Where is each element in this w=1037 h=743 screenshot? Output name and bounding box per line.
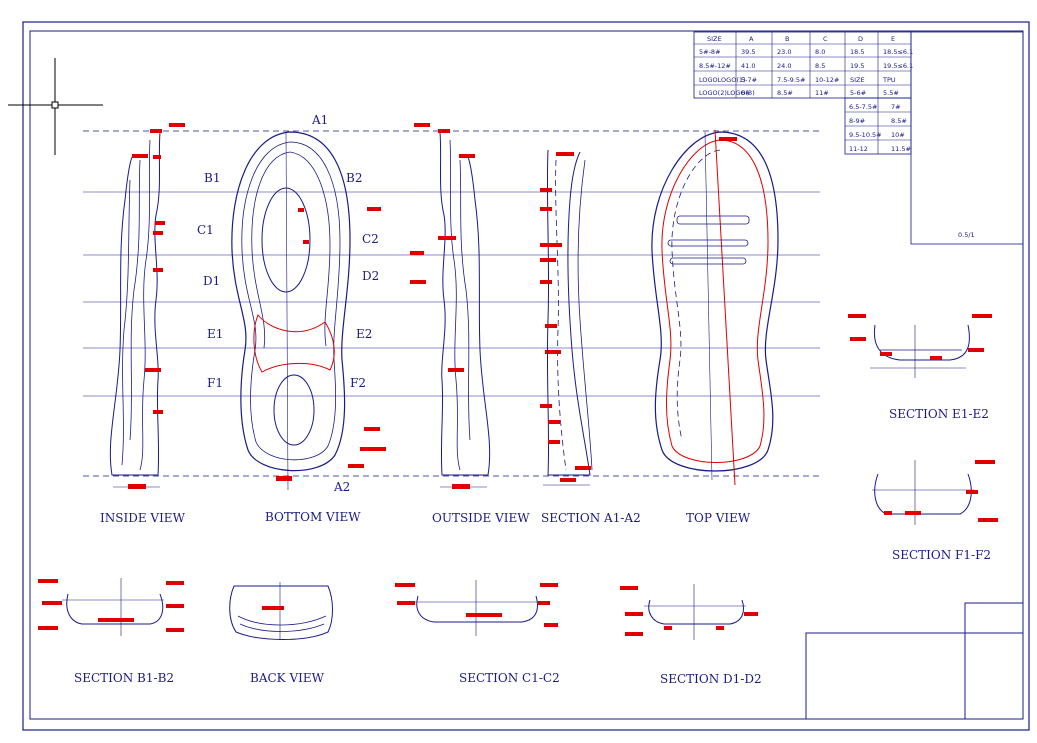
size-table-cell: 11.5# bbox=[891, 145, 911, 153]
size-table-cell: 9.5-10.5# bbox=[849, 131, 882, 139]
outer-frame bbox=[22, 21, 1030, 731]
marker-d1: D1 bbox=[203, 274, 220, 288]
size-table-cell: A bbox=[749, 35, 754, 43]
size-table-cell: 7# bbox=[891, 103, 901, 111]
marker-b1: B1 bbox=[204, 171, 220, 185]
size-table-cell: 18.5 bbox=[850, 48, 864, 56]
crosshair-cursor-icon bbox=[8, 58, 103, 155]
marker-e2: E2 bbox=[356, 327, 372, 341]
marker-a1: A1 bbox=[311, 113, 328, 127]
marker-d2: D2 bbox=[362, 269, 379, 283]
size-table-cell: E bbox=[891, 35, 895, 43]
size-table-cell: 11-12 bbox=[849, 145, 868, 153]
size-table-cell: D bbox=[858, 35, 863, 43]
title-section-e: SECTION E1-E2 bbox=[889, 407, 989, 421]
title-outside-view: OUTSIDE VIEW bbox=[432, 511, 530, 525]
size-table-cell: SIZE bbox=[707, 35, 722, 43]
size-table-text: SIZE A B C D E 5#-8# 39.5 23.0 8.0 18.5 18.5≤6.1 8.5… bbox=[699, 35, 913, 153]
marker-a2: A2 bbox=[333, 480, 350, 494]
section-markers: A1 A2 B1 B2 C1 C2 D1 D2 E1 E2 F1 F2 bbox=[197, 113, 379, 494]
size-table-cell: 8-9# bbox=[849, 117, 865, 125]
scale-label: 0.5/1 bbox=[958, 231, 975, 239]
outside-view-drawing bbox=[348, 123, 491, 489]
size-table-cell: 8.5# bbox=[891, 117, 907, 125]
back-view-drawing bbox=[229, 582, 333, 640]
size-table-cell: 24.0 bbox=[777, 62, 791, 70]
marker-c2: C2 bbox=[362, 232, 379, 246]
size-table-cell: 6# bbox=[741, 89, 751, 97]
size-table-cell: 8.5 bbox=[815, 62, 825, 70]
section-b-drawing bbox=[38, 578, 184, 636]
title-section-c: SECTION C1-C2 bbox=[459, 671, 560, 685]
size-table-cell: 39.5 bbox=[741, 48, 755, 56]
size-table-cell: 19.5≤6.1 bbox=[883, 62, 913, 70]
size-table-cell: LOGO(2)LOGO(3) bbox=[699, 89, 755, 97]
top-view-drawing bbox=[651, 129, 779, 486]
marker-b2: B2 bbox=[346, 171, 362, 185]
inside-view-drawing bbox=[109, 123, 185, 489]
inner-frame bbox=[29, 30, 1024, 720]
marker-c1: C1 bbox=[197, 223, 214, 237]
size-table-cell: 5-7# bbox=[741, 76, 757, 84]
size-table-cell: 5#-8# bbox=[699, 48, 721, 56]
bottom-view-drawing bbox=[231, 131, 351, 491]
size-table-cell: 11# bbox=[815, 89, 829, 97]
size-table-cell: 19.5 bbox=[850, 62, 864, 70]
marker-e1: E1 bbox=[207, 327, 223, 341]
size-table-cell: 5-6# bbox=[850, 89, 866, 97]
title-top-view: TOP VIEW bbox=[686, 511, 751, 525]
size-table-cell: 8.0 bbox=[815, 48, 825, 56]
section-e-drawing bbox=[848, 314, 992, 378]
size-table-cell: TPU bbox=[882, 76, 896, 84]
size-table-cell: 10-12# bbox=[815, 76, 839, 84]
size-table-cell: 18.5≤6.1 bbox=[883, 48, 913, 56]
section-a-drawing bbox=[540, 149, 593, 486]
guide-lines bbox=[83, 130, 820, 477]
section-c-drawing bbox=[395, 580, 558, 636]
title-block bbox=[805, 602, 1024, 720]
size-table-cell: 10# bbox=[891, 131, 905, 139]
section-f-drawing bbox=[872, 460, 998, 525]
size-table-cell: 7.5-9.5# bbox=[777, 76, 805, 84]
size-table bbox=[693, 31, 1024, 245]
marker-f2: F2 bbox=[350, 376, 366, 390]
view-titles: INSIDE VIEW BOTTOM VIEW OUTSIDE VIEW SEC… bbox=[74, 407, 991, 686]
title-back-view: BACK VIEW bbox=[250, 671, 325, 685]
size-table-cell: B bbox=[785, 35, 789, 43]
title-section-f: SECTION F1-F2 bbox=[892, 548, 991, 562]
marker-f1: F1 bbox=[207, 376, 223, 390]
size-table-cell: SIZE bbox=[850, 76, 865, 84]
size-table-cell: C bbox=[823, 35, 828, 43]
title-section-a: SECTION A1-A2 bbox=[541, 511, 641, 525]
size-table-cell: 6.5-7.5# bbox=[849, 103, 877, 111]
title-section-d: SECTION D1-D2 bbox=[660, 672, 762, 686]
size-table-cell: LOGOLOGO(1) bbox=[699, 76, 746, 84]
size-table-cell: 23.0 bbox=[777, 48, 791, 56]
size-table-cell: 5.5# bbox=[883, 89, 899, 97]
section-d-drawing bbox=[620, 584, 758, 640]
title-inside-view: INSIDE VIEW bbox=[100, 511, 186, 525]
title-section-b: SECTION B1-B2 bbox=[74, 671, 174, 685]
size-table-cell: 41.0 bbox=[741, 62, 755, 70]
size-table-cell: 8.5# bbox=[777, 89, 793, 97]
size-table-cell: 8.5#-12# bbox=[699, 62, 731, 70]
title-bottom-view: BOTTOM VIEW bbox=[265, 510, 361, 524]
